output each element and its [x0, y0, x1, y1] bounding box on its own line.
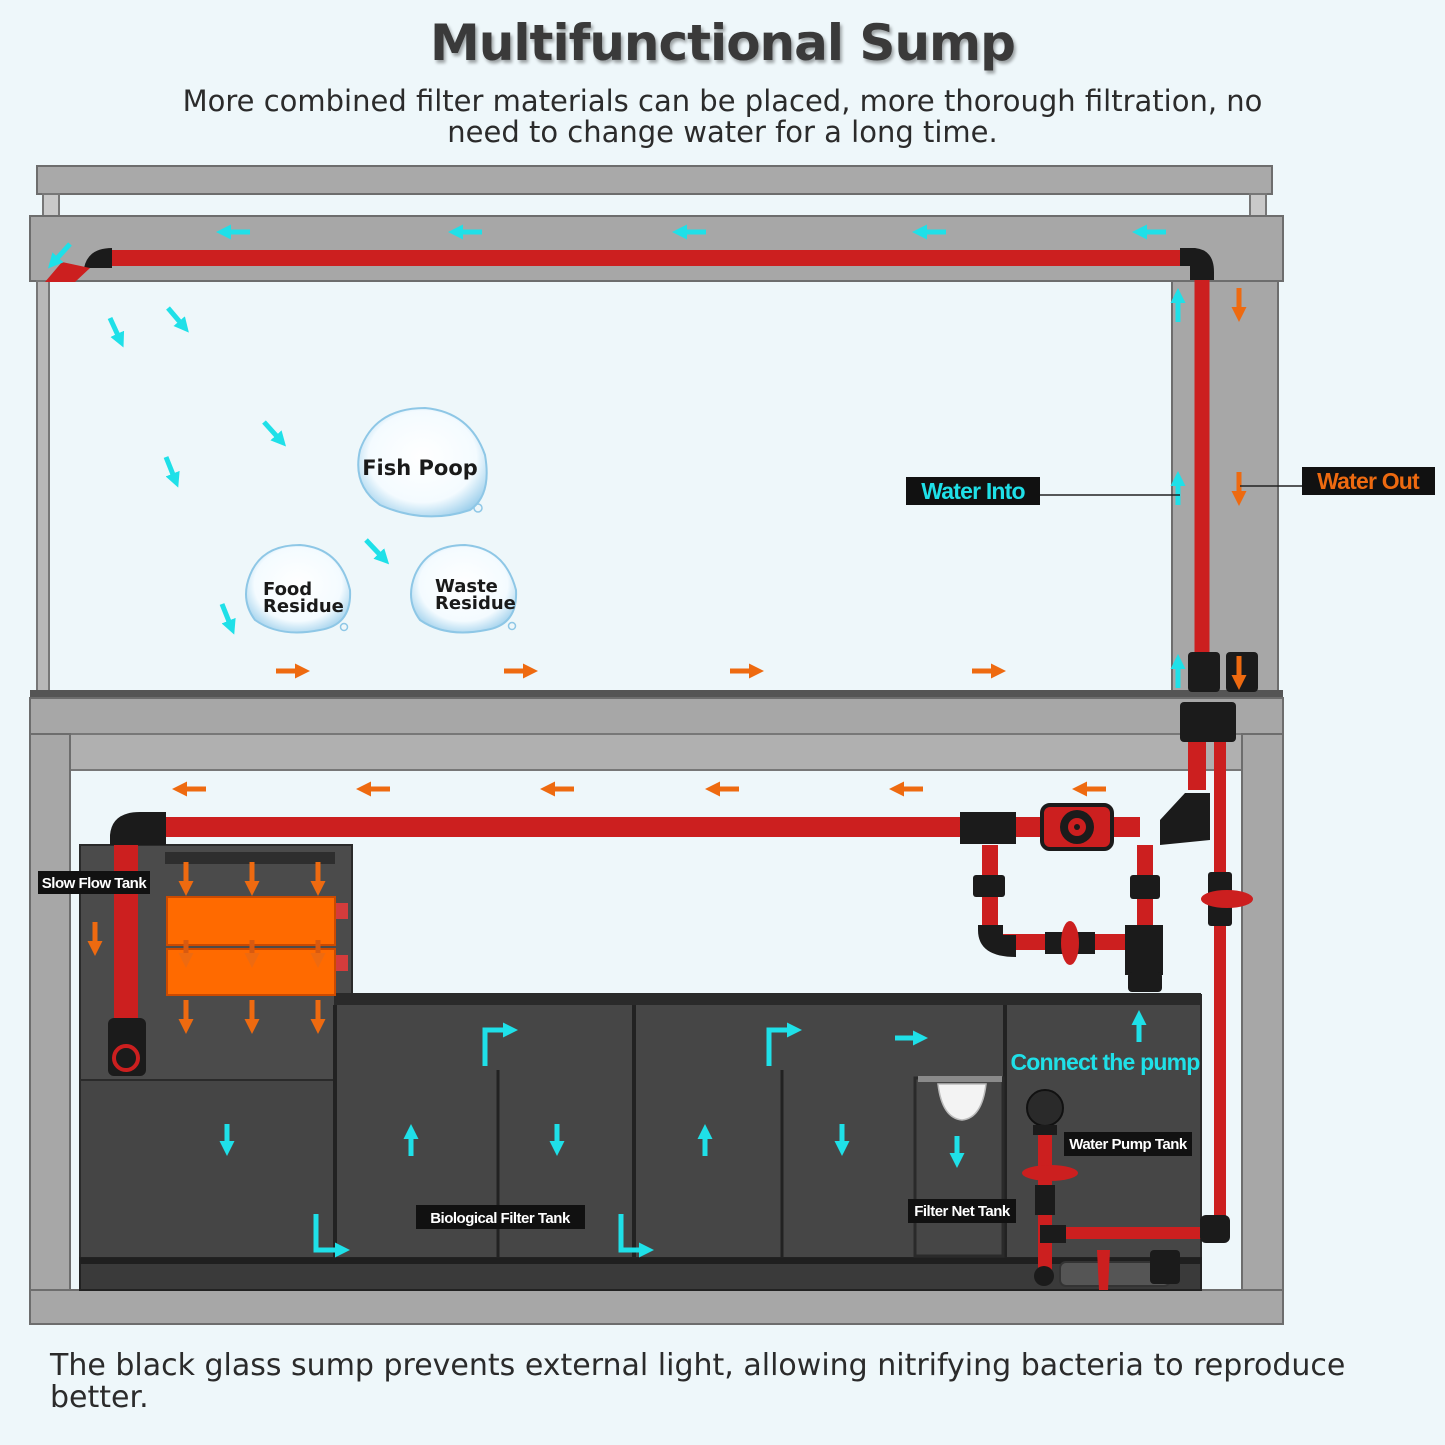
- slow-flow-lower: [79, 1079, 336, 1261]
- elbow-fitting-icon: [1160, 793, 1210, 845]
- water-into-callout: Water Into: [906, 477, 1180, 505]
- aquarium-tank: [29, 165, 1284, 698]
- bubble-fish-poop: Fish Poop: [357, 406, 488, 518]
- fish-poop-label: Fish Poop: [362, 456, 478, 480]
- tank-top-rail: [29, 215, 1284, 282]
- pump-icon: [1022, 1089, 1180, 1290]
- elbow-fitting-icon: [84, 248, 112, 268]
- water-into-label: Water Into: [921, 478, 1025, 504]
- filter-net-tank-tag: Filter Net Tank: [908, 1199, 1016, 1223]
- sump-top-edge: [335, 993, 1201, 1005]
- tee-fitting-bottom: [1125, 925, 1163, 975]
- cabinet-right-leg: [1241, 733, 1284, 1325]
- water-pump-tank-label: Water Pump Tank: [1069, 1136, 1188, 1153]
- slow-flow-outlet-ring: [112, 1044, 140, 1072]
- elbow-fitting-icon: [110, 812, 166, 845]
- flow-arrow-icon: [166, 306, 189, 333]
- nozzle: [45, 262, 90, 282]
- lid-leg-left: [42, 193, 60, 217]
- water-out-label: Water Out: [1317, 468, 1420, 494]
- filter-tray-top: [165, 852, 335, 864]
- cabinet-inner-beam: [69, 733, 1243, 771]
- tee-fitting: [960, 812, 1016, 844]
- waste-residue-label-line2: Residue: [435, 593, 516, 614]
- filter-net-rim: [918, 1076, 1002, 1082]
- flow-arrow-icon: [766, 1022, 802, 1066]
- tray-clip-1: [336, 903, 348, 919]
- page-title: Multifunctional Sump: [430, 14, 1016, 72]
- elbow-fitting-icon: [1180, 248, 1214, 280]
- biological-filter-tank-label: Biological Filter Tank: [430, 1210, 571, 1227]
- flow-arrow-icon: [618, 1214, 654, 1258]
- fittings: [45, 248, 1258, 1290]
- bulkhead-fitting-left: [1188, 652, 1220, 692]
- connect-the-pump-label: Connect the pump: [1010, 1049, 1200, 1075]
- slow-flow-tank-label: Slow Flow Tank: [42, 875, 148, 892]
- filter-media-top: [166, 896, 336, 946]
- bubble-waste-residue: Waste Residue: [410, 543, 518, 634]
- valve-icon[interactable]: [1201, 890, 1253, 908]
- filter-net-tank-label: Filter Net Tank: [914, 1203, 1011, 1220]
- food-residue-label-line2: Residue: [263, 596, 344, 617]
- page-subtitle: More combined filter materials can be pl…: [182, 84, 1263, 149]
- flow-arrow-icon: [219, 603, 236, 635]
- return-elbow: [1200, 1215, 1230, 1243]
- bulkhead-under: [1180, 702, 1236, 742]
- union-fitting-left: [973, 875, 1005, 897]
- bubble-food-residue: Food Residue: [245, 543, 352, 634]
- tank-lid: [36, 165, 1273, 195]
- tray-clip-2: [336, 955, 348, 971]
- union-fitting-right: [1130, 875, 1160, 899]
- valve-icon[interactable]: [1040, 803, 1114, 851]
- elbow-fitting-icon: [978, 925, 1016, 957]
- pipes: [105, 250, 1226, 1270]
- flow-arrow-icon: [107, 316, 125, 348]
- water-out-callout: Water Out: [1240, 467, 1435, 495]
- flow-arrows: [47, 224, 1247, 1258]
- lid-leg-right: [1249, 193, 1267, 217]
- pump-connector: [1128, 972, 1162, 992]
- cabinet-top-beam: [29, 697, 1284, 735]
- bulkhead-fitting-right: [1226, 652, 1258, 692]
- cabinet-bottom-beam: [29, 1289, 1284, 1325]
- water-pump-tank-tag: Water Pump Tank: [1064, 1132, 1192, 1156]
- tank-left-wall: [36, 280, 50, 693]
- flow-arrow-icon: [163, 456, 180, 488]
- cabinet-left-leg: [29, 733, 71, 1325]
- valve-icon[interactable]: [1045, 921, 1095, 965]
- flow-arrow-icon: [47, 242, 72, 269]
- filter-net-bag-icon: [937, 1083, 987, 1121]
- flow-arrow-icon: [313, 1214, 350, 1258]
- flow-arrow-icon: [482, 1022, 518, 1066]
- flow-arrow-icon: [364, 538, 390, 565]
- cabinet: [29, 697, 1284, 1325]
- waste-residue-label-line1: Waste: [435, 576, 498, 597]
- tank-bottom: [30, 690, 1283, 698]
- slow-flow-tank-tag: Slow Flow Tank: [38, 871, 150, 894]
- flow-arrow-icon: [262, 420, 287, 447]
- sump-base-line: [80, 1258, 1201, 1264]
- page-footer: The black glass sump prevents external l…: [50, 1348, 1346, 1415]
- biological-filter-tank-tag: Biological Filter Tank: [416, 1205, 585, 1229]
- food-residue-label-line1: Food: [263, 579, 312, 600]
